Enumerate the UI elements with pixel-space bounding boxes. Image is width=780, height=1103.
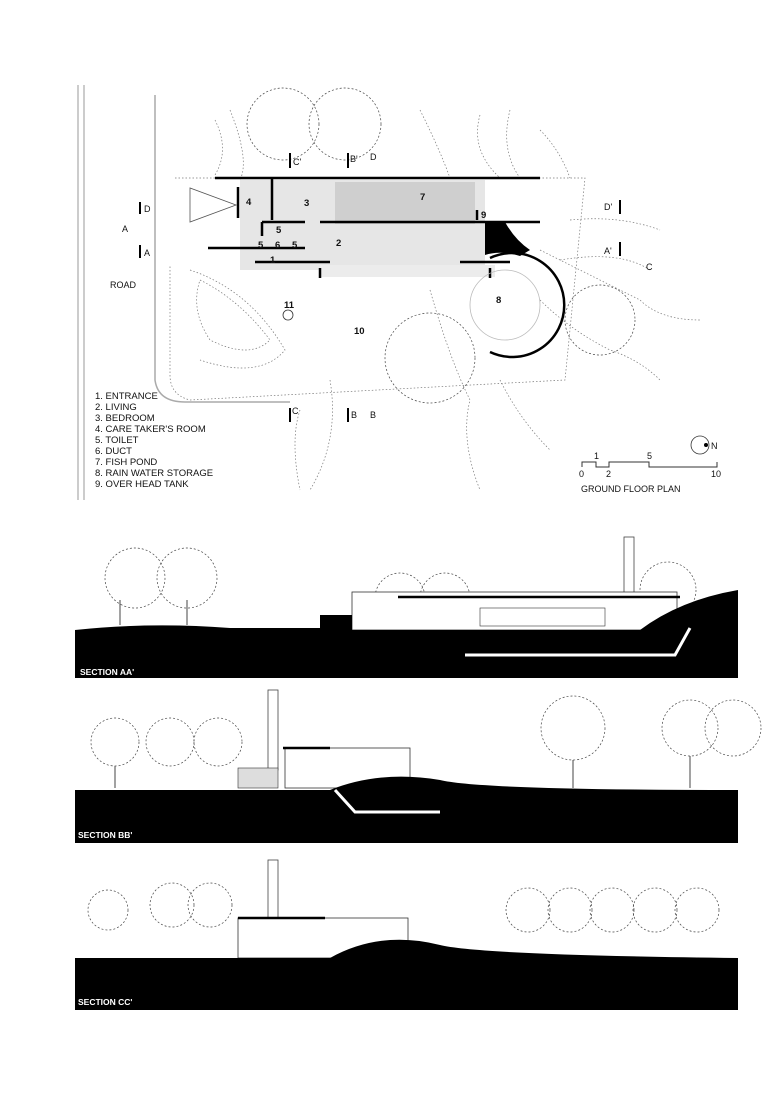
svg-text:9. OVER HEAD TANK: 9. OVER HEAD TANK (95, 479, 189, 490)
svg-text:B': B' (350, 154, 358, 164)
svg-text:8. RAIN WATER STORAGE: 8. RAIN WATER STORAGE (95, 468, 213, 479)
svg-text:10: 10 (711, 469, 721, 479)
svg-text:A': A' (604, 246, 612, 256)
svg-text:B: B (370, 410, 376, 420)
site-boundary (169, 177, 586, 401)
svg-text:B: B (351, 410, 357, 420)
section-label: SECTION AA' (80, 667, 134, 677)
svg-text:0: 0 (579, 469, 584, 479)
svg-text:5: 5 (292, 240, 298, 251)
legend: 1. ENTRANCE 2. LIVING 3. BEDROOM 4. CARE… (95, 391, 213, 490)
rain-water-storage-wall (489, 251, 566, 359)
svg-text:8: 8 (496, 295, 501, 306)
scale-bar (581, 461, 718, 468)
section-cc: SECTION CC' (75, 859, 738, 1010)
ground-floor-plan: ROAD (77, 85, 721, 500)
svg-text:2. LIVING: 2. LIVING (95, 402, 137, 413)
svg-text:7. FISH POND: 7. FISH POND (95, 457, 157, 468)
section-label: SECTION CC' (78, 997, 132, 1007)
overhead-tank-wall (485, 222, 530, 256)
svg-text:4: 4 (246, 197, 252, 208)
svg-text:D': D' (604, 202, 612, 212)
svg-text:9: 9 (481, 210, 486, 221)
road-label: ROAD (110, 280, 137, 290)
svg-text:1. ENTRANCE: 1. ENTRANCE (95, 391, 158, 402)
svg-text:C': C' (293, 157, 301, 167)
north-arrow-icon (690, 435, 710, 455)
svg-text:5: 5 (276, 225, 282, 236)
svg-text:2: 2 (606, 469, 611, 479)
svg-text:C: C (646, 262, 653, 272)
compound-wall (154, 95, 290, 403)
svg-text:3. BEDROOM: 3. BEDROOM (95, 413, 155, 424)
svg-text:3: 3 (304, 198, 309, 209)
svg-text:5: 5 (258, 240, 264, 251)
svg-text:2: 2 (336, 238, 341, 249)
north-label: N (711, 441, 718, 451)
section-bb: SECTION BB' (75, 689, 762, 843)
svg-text:5. TOILET: 5. TOILET (95, 435, 139, 446)
svg-text:A: A (122, 224, 128, 234)
svg-text:A: A (144, 248, 150, 258)
svg-text:11: 11 (284, 300, 295, 311)
fish-pond (335, 182, 475, 224)
svg-text:D: D (370, 152, 377, 162)
section-aa: SECTION AA' (75, 536, 738, 678)
svg-text:7: 7 (420, 192, 425, 203)
room-numbers: 1 2 3 4 5 5 5 5 6 7 8 9 10 11 (246, 192, 501, 337)
svg-text:1: 1 (594, 451, 599, 461)
section-markers: A A' B B' C C' D D' D B C D A (122, 152, 653, 422)
svg-text:5: 5 (647, 451, 652, 461)
svg-text:6. DUCT: 6. DUCT (95, 446, 132, 457)
svg-text:C: C (292, 406, 299, 416)
plan-title: GROUND FLOOR PLAN (581, 484, 681, 494)
svg-text:D: D (144, 204, 151, 214)
contour-lines (189, 109, 701, 491)
svg-text:10: 10 (354, 326, 365, 337)
section-label: SECTION BB' (78, 830, 132, 840)
svg-text:4. CARE TAKER'S ROOM: 4. CARE TAKER'S ROOM (95, 424, 206, 435)
svg-text:1: 1 (270, 255, 276, 266)
trees (246, 87, 636, 404)
scale-ticks: 0 1 2 5 10 (579, 451, 721, 479)
entrance-ramp (189, 187, 238, 223)
svg-text:6: 6 (275, 240, 280, 251)
